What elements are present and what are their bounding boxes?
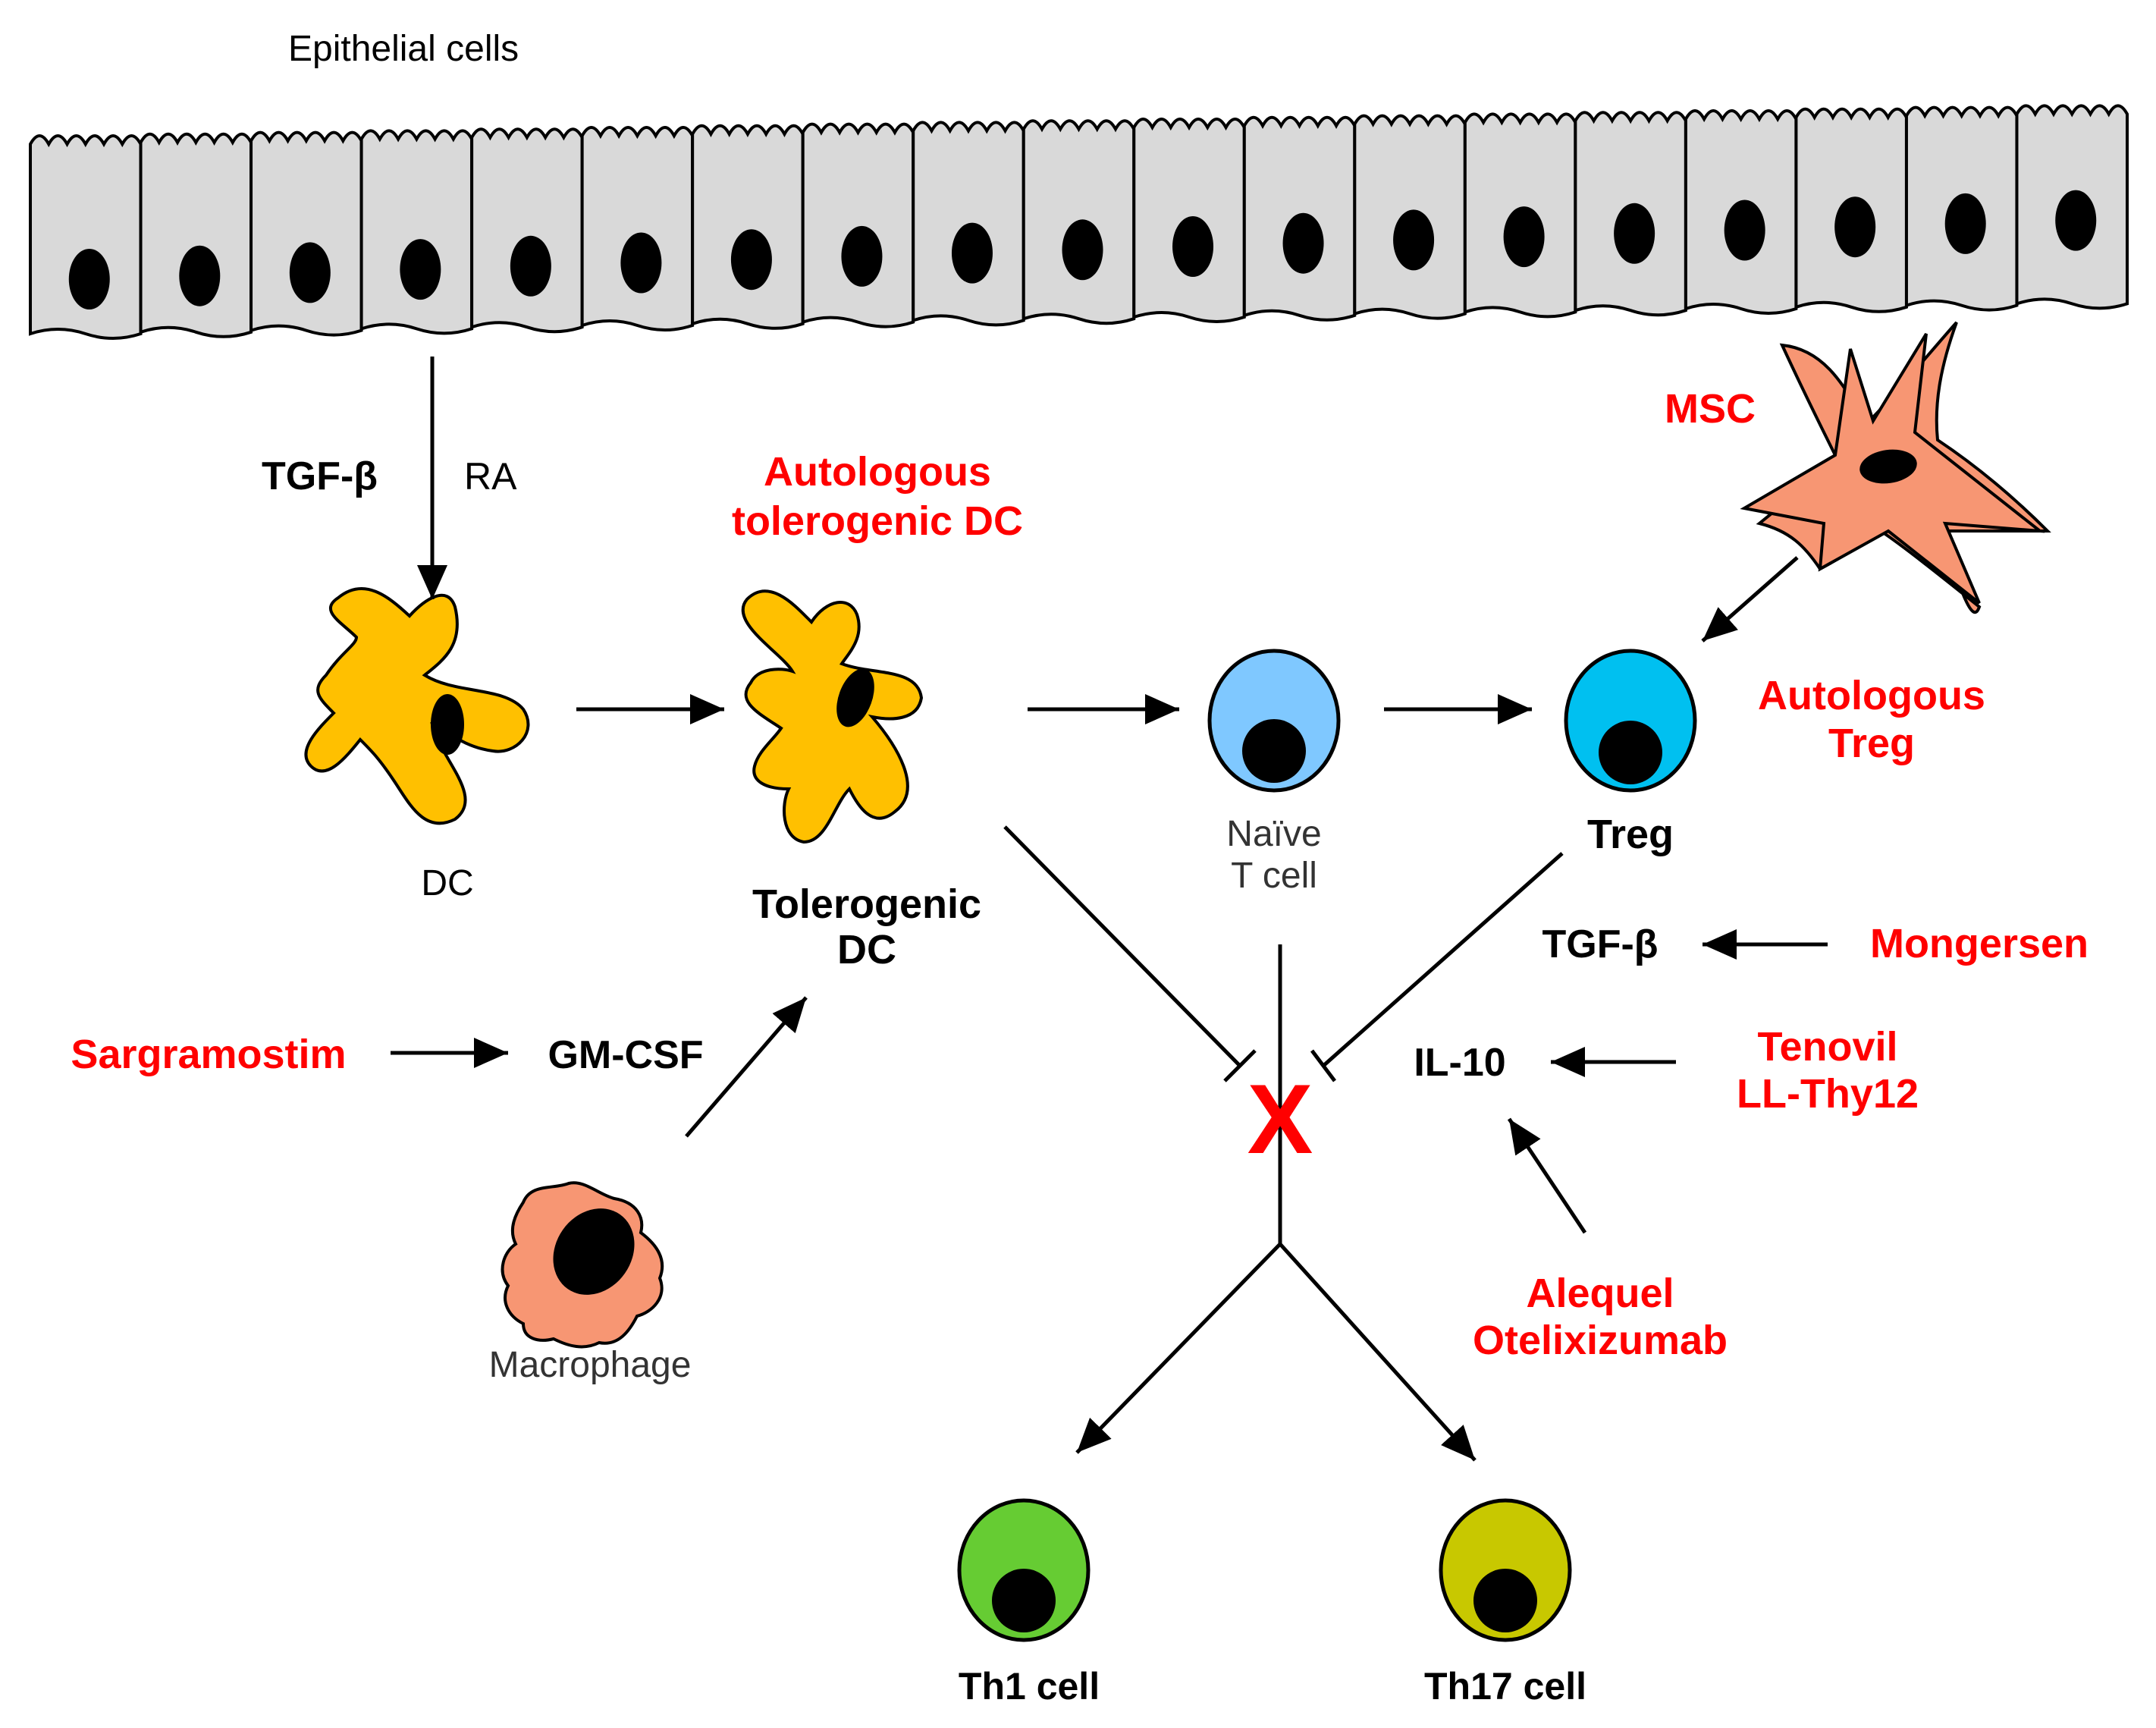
epithelial-cell <box>801 122 915 328</box>
sargramostim-label: Sargramostim <box>71 1032 346 1077</box>
epithelial-nucleus <box>1834 196 1876 258</box>
tgf-beta-right-label: TGF-β <box>1542 922 1658 966</box>
epithelial-nucleus <box>1062 219 1103 281</box>
tgf-beta-top-label: TGF-β <box>262 454 378 498</box>
inhibit-treg-bar <box>1310 1049 1336 1082</box>
epithelial-cell <box>139 132 253 338</box>
mongersen-label: Mongersen <box>1870 921 2089 966</box>
epithelial-nucleus <box>620 232 662 294</box>
th17-nucleus <box>1473 1569 1537 1632</box>
epithelial-nucleus <box>730 229 772 291</box>
epithelial-nucleus <box>289 242 331 303</box>
epithelial-nucleus <box>951 222 993 284</box>
naive-label-1: Naïve <box>1226 814 1321 854</box>
treg-cell <box>1564 649 1697 793</box>
treg-label: Treg <box>1587 812 1674 857</box>
naive-t-cell <box>1207 649 1341 793</box>
epithelial-cell <box>359 129 474 335</box>
epithelial-cell <box>29 134 143 340</box>
arrow-branch-to-th17 <box>1279 1243 1477 1462</box>
epithelial-cell <box>470 127 584 334</box>
epithelial-nucleus <box>1724 200 1765 261</box>
macrophage-cell <box>501 1181 664 1349</box>
epithelial-nucleus <box>841 225 883 287</box>
drug-labels: Autologous tolerogenic DC MSC Autologous… <box>71 386 2089 1363</box>
epithelial-cell <box>691 124 805 330</box>
dc-cell <box>304 587 530 825</box>
naive-label-2: T cell <box>1231 856 1317 896</box>
msc-nucleus <box>1859 449 1917 484</box>
epithelial-nucleus <box>510 235 551 297</box>
epithelial-cell-layer <box>29 104 2129 340</box>
autologous-treg-label-2: Treg <box>1828 721 1915 766</box>
inhibit-tolerogenic-dc <box>1003 825 1241 1067</box>
autologous-treg-label-1: Autologous <box>1758 673 1985 718</box>
ll-thy12-label: LL-Thy12 <box>1737 1071 1919 1117</box>
epithelial-nucleus <box>1944 193 1986 254</box>
epithelial-nucleus <box>1282 212 1324 274</box>
alequel-label: Alequel <box>1526 1271 1674 1316</box>
th1-nucleus <box>992 1569 1056 1632</box>
autologous-tol-dc-label-2: tolerogenic DC <box>732 498 1023 544</box>
th17-cell <box>1439 1498 1572 1642</box>
block-mark: X <box>1247 1064 1313 1174</box>
arrow-msc-to-treg <box>1701 556 1799 643</box>
dc-label: DC <box>421 863 473 903</box>
gm-csf-label: GM-CSF <box>548 1033 703 1077</box>
epithelial-nucleus <box>1393 209 1435 271</box>
th1-cell <box>957 1498 1091 1642</box>
msc-cell <box>1740 321 2051 614</box>
arrow-alequel-to-il10 <box>1507 1117 1587 1234</box>
tolerogenic-dc-cell <box>741 589 924 844</box>
black-labels: Epithelial cells TGF-β RA DC Tolerogenic… <box>262 29 1674 1708</box>
arrows <box>391 357 1828 1462</box>
epithelial-label: Epithelial cells <box>288 29 519 69</box>
epithelial-nucleus <box>400 239 441 300</box>
epithelial-nucleus <box>1172 216 1214 277</box>
tolerogenic-dc-label-1: Tolerogenic <box>752 881 981 927</box>
inhibit-treg <box>1322 852 1564 1067</box>
epithelial-cell <box>249 130 363 337</box>
dc-nucleus <box>431 694 464 755</box>
tenovil-label: Tenovil <box>1757 1024 1897 1070</box>
macrophage-label: Macrophage <box>489 1345 692 1385</box>
naive-t-cell-nucleus <box>1242 719 1306 783</box>
arrow-branch-to-th1 <box>1075 1243 1282 1454</box>
arrow-macrophage-to-tolerogenic-dc <box>685 996 808 1138</box>
epithelial-nucleus <box>1614 203 1655 264</box>
epithelial-nucleus <box>2055 190 2097 251</box>
tolerogenic-dc-nucleus <box>836 668 874 727</box>
tolerogenic-dc-label-2: DC <box>837 927 896 972</box>
otelixizumab-label: Otelixizumab <box>1473 1318 1728 1363</box>
inhibit-tolerogenic-dc-bar <box>1223 1049 1257 1082</box>
epithelial-nucleus <box>68 249 110 309</box>
treg-nucleus <box>1599 721 1662 784</box>
epithelial-cell <box>580 126 695 331</box>
th17-label: Th17 cell <box>1424 1665 1586 1708</box>
epithelial-nucleus <box>1503 206 1545 268</box>
autologous-tol-dc-label-1: Autologous <box>764 449 991 495</box>
ra-label: RA <box>464 455 517 498</box>
il10-label: IL-10 <box>1414 1041 1505 1085</box>
th1-label: Th1 cell <box>959 1665 1100 1708</box>
macrophage-nucleus <box>553 1208 635 1295</box>
epithelial-nucleus <box>179 245 221 306</box>
msc-label: MSC <box>1665 386 1756 432</box>
